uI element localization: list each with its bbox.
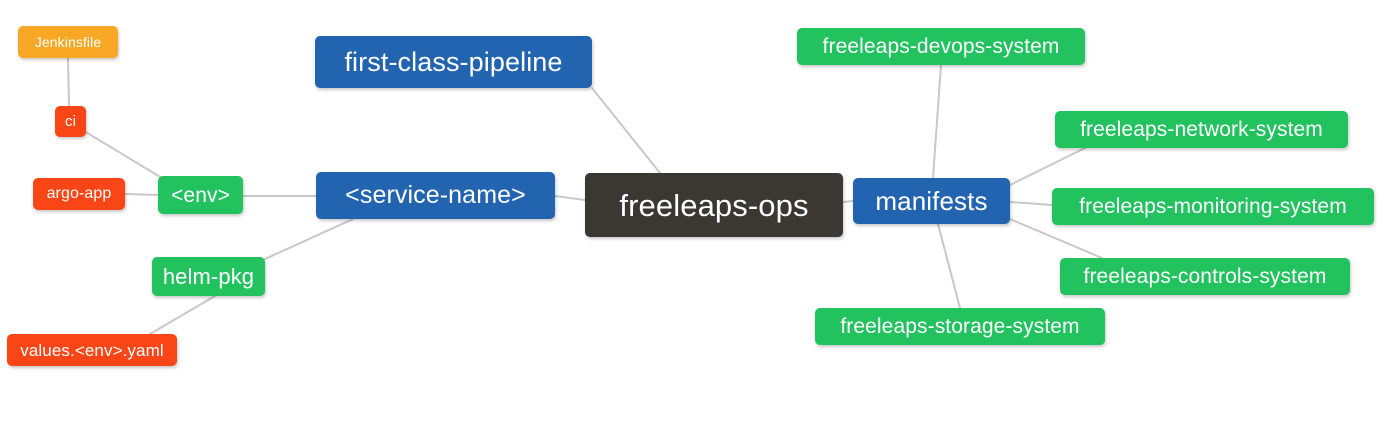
node-label: argo-app — [46, 185, 112, 202]
edge-service-name-to-freeleaps-ops — [554, 195, 586, 201]
node-jenkinsfile[interactable]: Jenkinsfile — [18, 26, 118, 58]
node-first-class-pipeline[interactable]: first-class-pipeline — [315, 36, 592, 88]
node-label: Jenkinsfile — [34, 34, 102, 50]
edge-manifests-to-freeleaps-storage-system — [937, 223, 961, 309]
node-freeleaps-storage-system[interactable]: freeleaps-storage-system — [815, 308, 1105, 345]
edge-ci-to-env — [83, 130, 163, 179]
node-label: freeleaps-controls-system — [1083, 265, 1327, 288]
node-label: ci — [64, 113, 77, 130]
edge-manifests-to-freeleaps-network-system — [1009, 147, 1086, 186]
node-label: freeleaps-devops-system — [822, 35, 1060, 58]
edge-manifests-to-freeleaps-devops-system — [932, 64, 942, 179]
node-label: <service-name> — [345, 181, 526, 209]
node-label: freeleaps-network-system — [1080, 118, 1323, 141]
node-freeleaps-controls-system[interactable]: freeleaps-controls-system — [1060, 258, 1350, 295]
node-env[interactable]: <env> — [158, 176, 243, 214]
edge-jenkinsfile-to-ci — [67, 57, 70, 107]
edge-manifests-to-freeleaps-monitoring-system — [1009, 201, 1053, 206]
node-values-env-yaml[interactable]: values.<env>.yaml — [7, 334, 177, 366]
edge-helm-pkg-to-service-name — [264, 218, 354, 260]
node-label: freeleaps-ops — [619, 187, 809, 223]
node-label: <env> — [171, 183, 230, 207]
edge-argo-app-to-env — [124, 193, 159, 196]
node-helm-pkg[interactable]: helm-pkg — [152, 257, 265, 296]
edge-first-class-pipeline-to-freeleaps-ops — [591, 87, 661, 174]
node-label: freeleaps-monitoring-system — [1079, 195, 1347, 218]
node-freeleaps-devops-system[interactable]: freeleaps-devops-system — [797, 28, 1085, 65]
node-argo-app[interactable]: argo-app — [33, 178, 125, 210]
node-label: helm-pkg — [162, 263, 255, 289]
node-label: first-class-pipeline — [344, 46, 563, 77]
node-service-name[interactable]: <service-name> — [316, 172, 555, 219]
node-freeleaps-ops[interactable]: freeleaps-ops — [585, 173, 843, 237]
node-freeleaps-network-system[interactable]: freeleaps-network-system — [1055, 111, 1348, 148]
node-ci[interactable]: ci — [55, 106, 86, 137]
edge-values-env-yaml-to-helm-pkg — [149, 295, 216, 335]
edge-freeleaps-ops-to-manifests — [842, 200, 854, 203]
node-label: freeleaps-storage-system — [840, 315, 1080, 338]
node-manifests[interactable]: manifests — [853, 178, 1010, 224]
node-freeleaps-monitoring-system[interactable]: freeleaps-monitoring-system — [1052, 188, 1374, 225]
node-label: manifests — [875, 186, 988, 216]
node-label: values.<env>.yaml — [20, 340, 164, 360]
